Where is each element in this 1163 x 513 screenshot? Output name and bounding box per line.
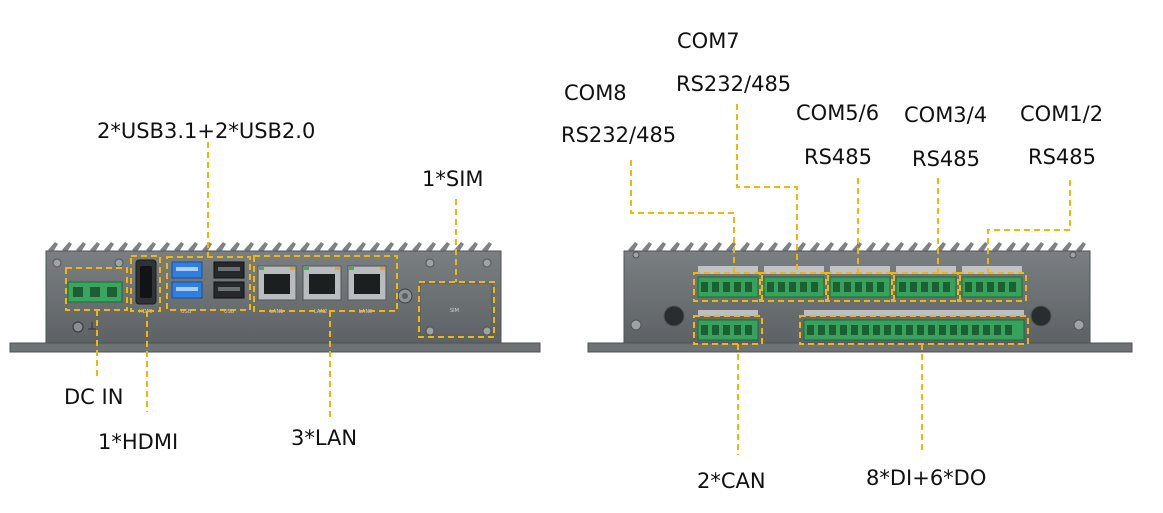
lan-highlight: [253, 255, 398, 312]
front-mounting-flange: [9, 342, 541, 353]
can-callout: 2*CAN: [697, 469, 766, 493]
usb-port-mark-b: USB: [224, 309, 235, 315]
com7-name: COM7: [677, 29, 740, 53]
com56-type: RS485: [804, 145, 872, 169]
com12-highlight: [957, 272, 1027, 302]
dc-in-terminal: [67, 281, 123, 303]
can-terminal-block: [697, 319, 759, 341]
com8-name: COM8: [564, 81, 627, 105]
dio-callout: 8*DI+6*DO: [866, 466, 986, 490]
com34-name: COM3/4: [904, 103, 987, 127]
dio-terminal-block: [803, 319, 1025, 341]
sim-callout: 1*SIM: [422, 167, 484, 191]
com7-leader-line: [736, 104, 798, 273]
hdmi-port-mark: HDMI: [139, 309, 152, 315]
com12-type: RS485: [1028, 145, 1096, 169]
lan3-port-mark: LAN3: [359, 309, 372, 315]
com34-type: RS485: [912, 147, 980, 171]
front-panel: HDMI USB USB LAN1 LAN2 LAN3: [9, 142, 541, 418]
sim-slot-mark: SIM: [450, 308, 459, 314]
dio-highlight: [799, 315, 1029, 345]
rear-panel: [587, 104, 1133, 455]
sim-highlight: [418, 281, 495, 338]
com12-name: COM1/2: [1020, 102, 1103, 126]
callout-labels: 2*USB3.1+2*USB2.0 1*SIM DC IN 1*HDMI 3*L…: [64, 29, 1103, 493]
usb-port-mark-a: USB: [181, 309, 192, 315]
lan-callout: 3*LAN: [291, 426, 357, 450]
com7-type: RS232/485: [676, 72, 791, 96]
front-screws: [52, 258, 492, 336]
can-highlight: [693, 315, 763, 345]
com8-highlight: [693, 272, 763, 302]
com8-type: RS232/485: [561, 123, 676, 147]
com56-highlight: [825, 272, 895, 302]
hdmi-highlight: [130, 255, 161, 312]
com8-leader-line: [630, 160, 735, 273]
usb-callout: 2*USB3.1+2*USB2.0: [97, 119, 315, 143]
power-button-icon: [397, 288, 413, 304]
com7-highlight: [759, 272, 829, 302]
com56-name: COM5/6: [796, 101, 879, 125]
hdmi-port: [135, 259, 157, 305]
pin-label-strips: [698, 266, 1024, 316]
com12-leader-line: [987, 180, 1071, 273]
lan1-port-mark: LAN1: [270, 309, 283, 315]
ground-icon: [72, 321, 96, 333]
com34-highlight: [891, 272, 961, 302]
dc-in-callout: DC IN: [64, 385, 123, 409]
rear-screws: [630, 251, 1085, 331]
lan-ports: [257, 265, 387, 301]
hdmi-callout: 1*HDMI: [98, 430, 178, 454]
usb-ports: [171, 261, 245, 299]
com-terminal-pins: [701, 282, 1016, 292]
